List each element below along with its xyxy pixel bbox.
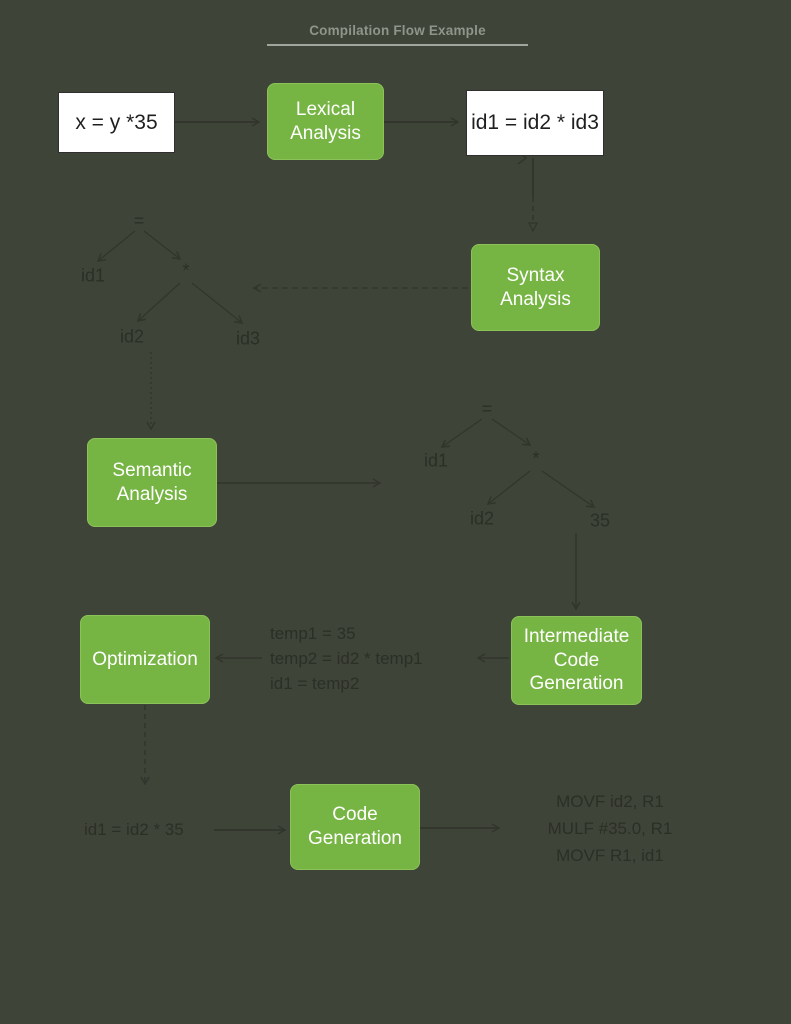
tree2-op-left: id2: [469, 508, 495, 529]
assembly-line: MOVF id2, R1: [556, 792, 664, 811]
intermediate-code-generation-box: Intermediate Code Generation: [511, 616, 642, 705]
semantic-analysis-box: Semantic Analysis: [87, 438, 217, 527]
syntax-analysis-box: Syntax Analysis: [471, 244, 600, 331]
optimization-box: Optimization: [80, 615, 210, 704]
tree2-left: id1: [423, 450, 449, 471]
intermediate-code-text: temp1 = 35 temp2 = id2 * temp1 id1 = tem…: [270, 621, 423, 696]
tree1-root: =: [133, 210, 145, 231]
optimized-code-text: id1 = id2 * 35: [84, 820, 184, 839]
lexical-analysis-box: Lexical Analysis: [267, 83, 384, 160]
assembly-line: MOVF R1, id1: [556, 846, 664, 865]
tree1-op: *: [182, 260, 190, 281]
title-underline: [267, 44, 528, 46]
tree2-op: *: [532, 448, 540, 469]
assembly-line: MULF #35.0, R1: [547, 819, 673, 838]
tree2-op-right: 35: [589, 510, 611, 531]
tree1-left: id1: [80, 265, 106, 286]
assembly-code-text: MOVF id2, R1 MULF #35.0, R1 MOVF R1, id1: [505, 788, 715, 869]
tree2-root: =: [481, 398, 493, 419]
diagram-title: Compilation Flow Example: [309, 23, 486, 38]
code-generation-box: Code Generation: [290, 784, 420, 870]
intermediate-code-line: temp2 = id2 * temp1: [270, 649, 423, 668]
source-code-box: x = y *35: [58, 92, 175, 153]
intermediate-code-line: id1 = temp2: [270, 674, 360, 693]
tokens-box: id1 = id2 * id3: [466, 90, 604, 156]
tree1-op-left: id2: [119, 326, 145, 347]
intermediate-code-line: temp1 = 35: [270, 624, 356, 643]
tree1-op-right: id3: [235, 328, 261, 349]
